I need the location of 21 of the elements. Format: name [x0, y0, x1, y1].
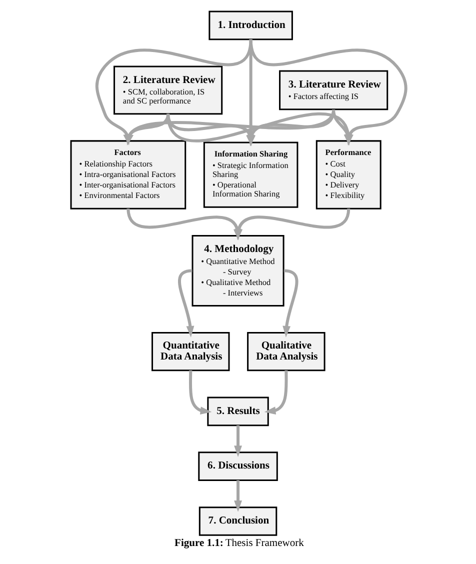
arrow: [234, 480, 242, 512]
node-box: 5. Results: [206, 396, 268, 426]
arrow: [264, 370, 288, 415]
arrow: [188, 370, 212, 415]
caption: Figure 1.1: Thesis Framework: [174, 538, 304, 549]
arrow: [282, 269, 298, 338]
node-box: 3. Literature Review • Factors affecting IS: [278, 70, 388, 110]
node-box: Qualitative Data Analysis: [246, 332, 325, 372]
node-box: 4. Methodology • Quantitative Method - Survey • Qualitative Method - Interviews: [191, 234, 284, 306]
node-box: 6. Discussions: [198, 452, 278, 481]
node-box: Information Sharing • Strategic Information Sharing • Operational Information Sharing: [202, 142, 298, 208]
arrow: [125, 114, 170, 146]
arrow: [234, 208, 350, 240]
node-box: Quantitative Data Analysis: [151, 332, 230, 372]
node-box: Performance • Cost • Quality • Delivery • Flexibility: [315, 140, 381, 210]
node-box: 2. Literature Review • SCM, collaboration, IS and SC performance: [113, 66, 222, 115]
node-box: 1. Introduction: [208, 10, 292, 40]
node-box: Factors • Relationship Factors • Intra-organisational Factors • Inter-organisational Factors • Environmental Factors: [70, 140, 186, 210]
arrow: [178, 269, 194, 338]
node-box: 7. Conclusion: [198, 506, 277, 536]
arrow: [234, 425, 242, 457]
